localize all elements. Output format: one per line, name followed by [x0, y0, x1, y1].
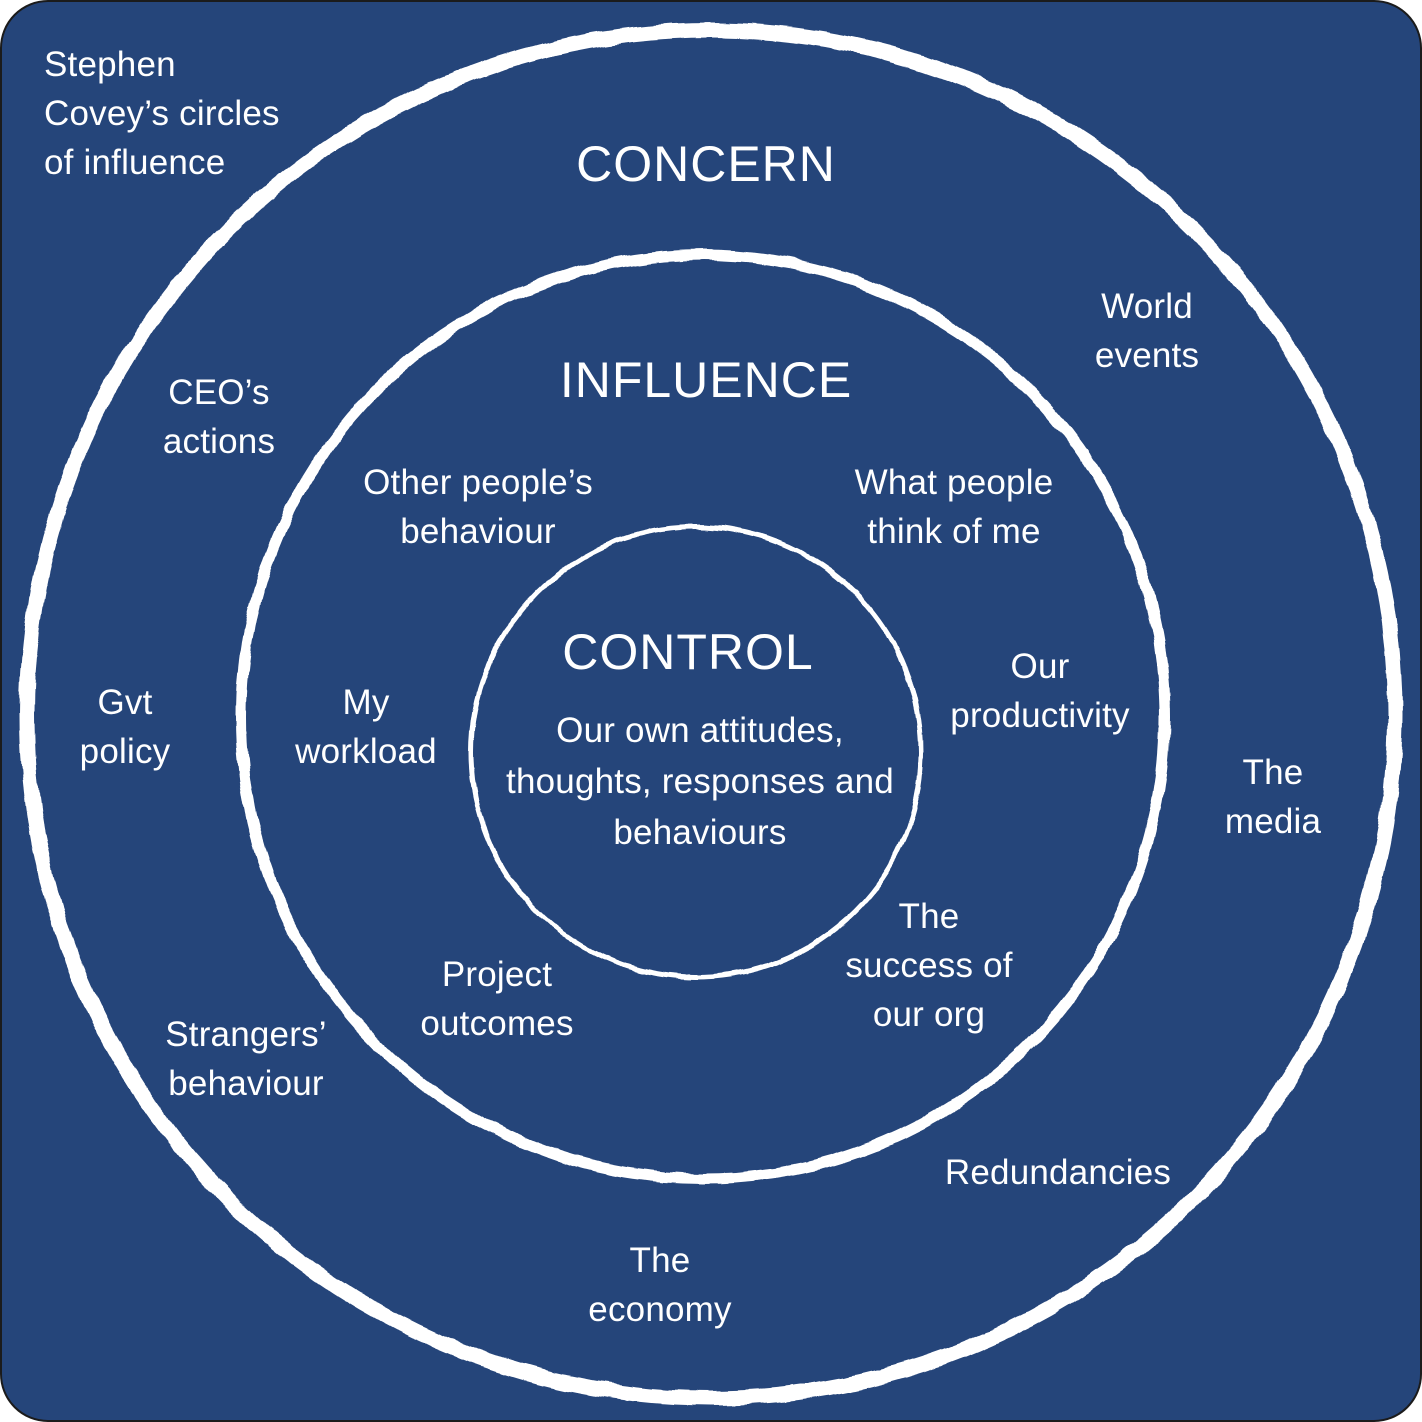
- item-line: success of: [845, 946, 1013, 985]
- influence-circle: [235, 249, 1171, 1185]
- control-item-own-attitudes: Our own attitudes, thoughts, responses a…: [506, 705, 894, 858]
- concern-item-strangers-behaviour: Strangers’ behaviour: [165, 1010, 327, 1108]
- influence-item-project-outcomes: Project outcomes: [420, 950, 573, 1048]
- control-circle: [468, 524, 924, 980]
- item-line: Our: [1010, 647, 1070, 686]
- concern-circle: [19, 22, 1403, 1406]
- item-line: Strangers’: [165, 1015, 327, 1054]
- item-line: actions: [162, 422, 276, 461]
- item-line: workload: [295, 732, 437, 771]
- concern-item-redundancies: Redundancies: [945, 1148, 1171, 1197]
- item-line: Project: [441, 955, 553, 994]
- item-line: productivity: [950, 696, 1130, 735]
- control-heading: CONTROL: [562, 624, 814, 680]
- concern-item-gvt-policy: Gvt policy: [80, 678, 171, 776]
- influence-item-what-people-think: What people think of me: [855, 458, 1054, 556]
- item-line: My: [342, 683, 390, 722]
- item-line: Other people’s: [363, 463, 593, 502]
- item-line: thoughts, responses and: [506, 762, 894, 801]
- diagram-title: Stephen Covey’s circles of influence: [44, 40, 280, 187]
- item-line: The: [898, 897, 960, 936]
- concern-item-the-media: The media: [1225, 748, 1321, 846]
- influence-item-success-of-org: The success of our org: [845, 892, 1012, 1039]
- item-line: behaviour: [168, 1064, 324, 1103]
- item-line: What people: [854, 463, 1054, 502]
- item-line: The: [1242, 753, 1304, 792]
- concern-item-the-economy: The economy: [588, 1236, 731, 1334]
- title-line: Covey’s circles: [44, 94, 280, 133]
- influence-item-our-productivity: Our productivity: [950, 642, 1129, 740]
- item-line: Gvt: [97, 683, 153, 722]
- concern-item-world-events: World events: [1095, 282, 1199, 380]
- influence-item-other-peoples-behaviour: Other people’s behaviour: [363, 458, 593, 556]
- item-line: economy: [588, 1290, 732, 1329]
- concern-heading: CONCERN: [576, 136, 836, 192]
- item-line: Redundancies: [944, 1153, 1172, 1192]
- influence-item-my-workload: My workload: [295, 678, 437, 776]
- item-line: policy: [79, 732, 171, 771]
- item-line: media: [1224, 802, 1322, 841]
- item-line: World: [1101, 287, 1193, 326]
- item-line: events: [1094, 336, 1200, 375]
- item-line: CEO’s: [168, 373, 270, 412]
- item-line: The: [629, 1241, 691, 1280]
- title-line: Stephen: [44, 45, 176, 84]
- title-line: of influence: [44, 143, 226, 182]
- influence-heading: INFLUENCE: [559, 352, 853, 408]
- item-line: think of me: [867, 512, 1041, 551]
- item-line: our org: [872, 995, 986, 1034]
- item-line: Our own attitudes,: [556, 711, 844, 750]
- concern-item-ceos-actions: CEO’s actions: [163, 368, 275, 466]
- item-line: behaviour: [400, 512, 556, 551]
- item-line: outcomes: [420, 1004, 574, 1043]
- item-line: behaviours: [613, 813, 787, 852]
